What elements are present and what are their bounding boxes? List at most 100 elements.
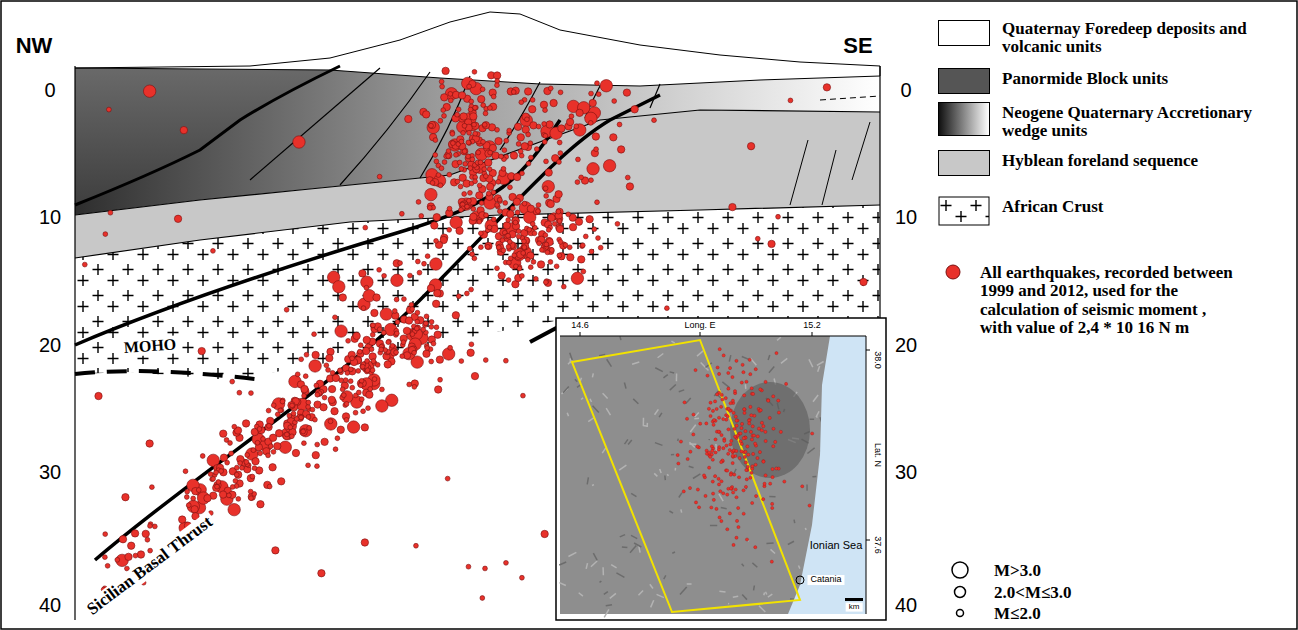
earthquake-dot: [585, 112, 597, 124]
earthquake-dot: [417, 270, 422, 275]
earthquake-dot: [554, 264, 559, 269]
earthquake-dot: [425, 188, 437, 200]
earthquake-dot: [312, 451, 319, 458]
earthquake-dot: [228, 441, 233, 446]
earthquake-dot: [432, 300, 439, 307]
earthquake-dot: [462, 123, 467, 128]
relief-stroke: [719, 494, 723, 501]
relief-stroke: [729, 355, 730, 362]
earthquake-dot: [252, 458, 259, 465]
earthquake-dot: [522, 201, 527, 206]
inset-earthquake-dot: [746, 445, 749, 448]
inset-earthquake-dot: [726, 493, 729, 496]
scale-bar: [845, 598, 863, 601]
inset-earthquake-dot: [783, 480, 786, 483]
earthquake-dot: [508, 185, 513, 190]
inset-earthquake-dot: [730, 439, 733, 442]
earthquake-dot: [145, 537, 150, 542]
earthquake-dot: [542, 180, 554, 192]
earthquake-dot: [507, 210, 514, 217]
earthquake-dot: [398, 261, 403, 266]
earthquake-dot: [238, 461, 243, 466]
inset-earthquake-dot: [735, 449, 738, 452]
earthquake-dot: [459, 139, 464, 144]
earthquake-dot: [483, 358, 488, 363]
depth-tick: 0: [44, 79, 55, 101]
inset-earthquake-dot: [775, 467, 778, 470]
earthquake-dot: [381, 330, 386, 335]
earthquake-dot: [491, 94, 496, 99]
inset-earthquake-dot: [721, 398, 724, 401]
earthquake-dot: [392, 309, 397, 314]
earthquake-dot: [504, 138, 509, 143]
earthquake-dot: [492, 152, 499, 159]
legend-text: African Crust: [1002, 196, 1294, 216]
earthquake-dot: [198, 347, 205, 354]
earthquake-dot: [403, 327, 410, 334]
earthquake-dot: [410, 332, 415, 337]
earthquake-dot: [434, 325, 439, 330]
earthquake-dot: [405, 115, 412, 122]
earthquake-dot: [461, 130, 466, 135]
earthquake-dot: [589, 178, 594, 183]
legend-text: Panormide Block units: [1002, 68, 1294, 88]
earthquake-dot: [574, 124, 579, 129]
earthquake-dot: [588, 121, 593, 126]
earthquake-dot: [421, 327, 426, 332]
earthquake-dot: [230, 379, 235, 384]
earthquake-dot: [234, 472, 239, 477]
relief-stroke: [622, 546, 627, 548]
sea-label: Ionian Sea: [810, 539, 863, 551]
earthquake-dot: [320, 404, 327, 411]
relief-stroke: [676, 374, 678, 382]
earthquake-dot: [520, 171, 525, 176]
earthquake-dot: [543, 186, 548, 191]
earthquake-dot: [361, 424, 368, 431]
earthquake-dot: [422, 111, 429, 118]
earthquake-dot: [357, 349, 362, 354]
inset-earthquake-dot: [753, 414, 756, 417]
earthquake-dot: [529, 106, 536, 113]
inset-earthquake-dot: [762, 460, 765, 463]
earthquake-dot: [292, 449, 299, 456]
inset-earthquake-dot: [767, 399, 770, 402]
relief-stroke: [766, 592, 767, 595]
earthquake-dot: [439, 79, 444, 84]
earthquake-dot: [335, 436, 340, 441]
earthquake-dot: [450, 141, 455, 146]
earthquake-dot: [234, 465, 239, 470]
earthquake-dot: [257, 501, 264, 508]
relief-stroke: [817, 361, 824, 365]
earthquake-dot: [467, 141, 472, 146]
inset-earthquake-dot: [715, 407, 718, 410]
legend-entry: Panormide Block units: [938, 68, 1294, 94]
earthquake-dot: [448, 91, 453, 96]
earthquake-dot: [548, 86, 553, 91]
magnitude-sample: [955, 587, 966, 598]
inset-earthquake-dot: [749, 405, 752, 408]
relief-stroke: [643, 418, 645, 426]
relief-stroke: [675, 468, 677, 471]
earthquake-dot: [476, 150, 481, 155]
earthquake-dot: [425, 346, 430, 351]
inset-earthquake-dot: [682, 490, 685, 493]
earthquake-dot: [328, 385, 335, 392]
earthquake-dot: [337, 426, 344, 433]
earthquake-dot: [499, 154, 504, 159]
inset-earthquake-dot: [720, 519, 723, 522]
earthquake-dot: [220, 430, 227, 437]
inset-earthquake-dot: [745, 380, 748, 383]
earthquake-dot: [471, 207, 476, 212]
earthquake-dot: [569, 223, 576, 230]
earthquake-dot: [524, 88, 531, 95]
earthquake-dot: [434, 239, 439, 244]
relief-stroke: [728, 603, 729, 605]
earthquake-dot: [146, 440, 153, 447]
earthquake-dot: [326, 368, 331, 373]
inset-earthquake-dot: [771, 502, 774, 505]
inset-earthquake-dot: [808, 504, 811, 507]
earthquake-dot: [583, 234, 588, 239]
earthquake-dot: [558, 90, 563, 95]
earthquake-dot: [589, 249, 594, 254]
earthquake-dot: [379, 347, 384, 352]
